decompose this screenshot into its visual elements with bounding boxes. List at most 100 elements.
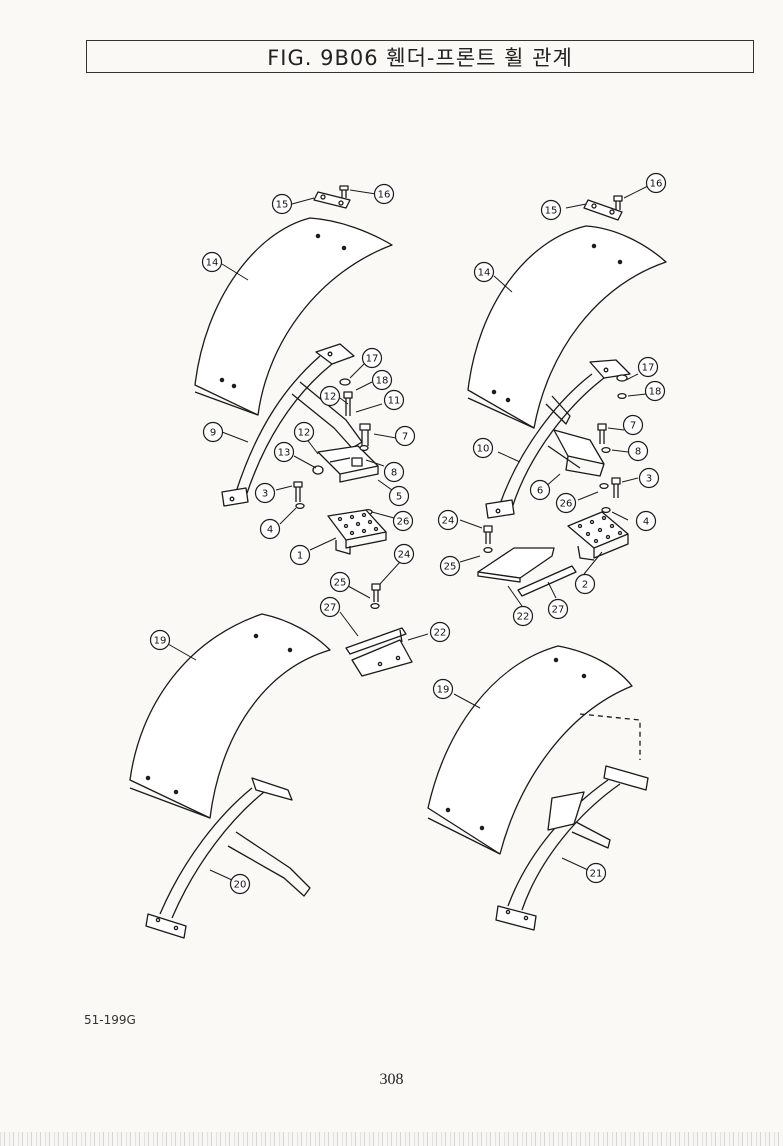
callout-label: 3 <box>646 474 652 485</box>
callout-circle <box>512 605 534 627</box>
fender-bracket-lower-right <box>495 765 649 931</box>
drawing-code: 51-199G <box>84 1013 136 1027</box>
callout-22: 22 <box>429 621 451 643</box>
callout-label: 9 <box>210 428 216 439</box>
callout-3: 3 <box>254 482 276 504</box>
callout-circle <box>394 425 416 447</box>
callout-label: 8 <box>391 468 397 479</box>
callout-18: 18 <box>644 380 666 402</box>
callout-circle <box>259 518 281 540</box>
callout-label: 22 <box>517 612 530 623</box>
hardware-lower-left <box>370 583 381 610</box>
bolt-left-top <box>339 185 349 198</box>
callout-circle <box>383 389 405 411</box>
callout-label: 8 <box>635 447 641 458</box>
step-pad-left <box>327 509 387 555</box>
callout-circle <box>547 598 569 620</box>
figure-title-box: FIG. 9B06 휀더-프론트 휠 관계 <box>86 40 754 73</box>
callout-8: 8 <box>627 440 649 462</box>
callout-14: 14 <box>201 251 223 273</box>
fender-bracket-right <box>485 359 631 519</box>
callout-26: 26 <box>555 492 577 514</box>
support-plate-left <box>351 629 413 677</box>
callout-8: 8 <box>383 461 405 483</box>
callout-circle <box>289 544 311 566</box>
callout-circle <box>149 629 171 651</box>
callout-20: 20 <box>229 873 251 895</box>
callout-7: 7 <box>394 425 416 447</box>
callout-4: 4 <box>259 518 281 540</box>
callout-1: 1 <box>289 544 311 566</box>
callout-26: 26 <box>392 510 414 532</box>
callout-circle <box>319 385 341 407</box>
callout-label: 6 <box>537 486 543 497</box>
fender-bracket-left <box>221 343 363 507</box>
callout-label: 15 <box>545 206 558 217</box>
callout-label: 16 <box>650 179 663 190</box>
callout-circle <box>574 573 596 595</box>
callout-label: 4 <box>643 517 649 528</box>
callout-24: 24 <box>437 509 459 531</box>
callout-16: 16 <box>645 172 667 194</box>
callout-circle <box>388 485 410 507</box>
callout-11: 11 <box>383 389 405 411</box>
callout-circle <box>473 261 495 283</box>
callout-label: 21 <box>590 869 603 880</box>
callout-25: 25 <box>329 571 351 593</box>
callout-label: 5 <box>396 492 402 503</box>
callout-circle <box>437 509 459 531</box>
callout-22: 22 <box>512 605 534 627</box>
bolt-right-top <box>613 195 623 210</box>
callout-label: 12 <box>298 428 311 439</box>
callout-circle <box>555 492 577 514</box>
callout-circle <box>540 199 562 221</box>
callout-circle <box>273 441 295 463</box>
callout-circle <box>393 543 415 565</box>
callout-label: 25 <box>334 578 347 589</box>
callout-label: 16 <box>378 190 391 201</box>
callout-circle <box>529 479 551 501</box>
callout-label: 15 <box>276 200 289 211</box>
callout-circle <box>432 678 454 700</box>
support-plate-right <box>477 547 555 583</box>
callout-label: 17 <box>366 354 379 365</box>
callout-circle <box>254 482 276 504</box>
callout-circle <box>202 421 224 443</box>
callout-label: 14 <box>478 268 491 279</box>
callout-16: 16 <box>373 183 395 205</box>
rubber-strip-right <box>517 565 577 597</box>
callout-17: 17 <box>361 347 383 369</box>
callout-3: 3 <box>638 467 660 489</box>
callout-circle <box>637 356 659 378</box>
callout-label: 17 <box>642 363 655 374</box>
mounting-plate-right <box>583 199 623 221</box>
callout-21: 21 <box>585 862 607 884</box>
step-pad-right <box>567 511 629 561</box>
callout-25: 25 <box>439 555 461 577</box>
callout-15: 15 <box>540 199 562 221</box>
leader-lines <box>167 185 649 881</box>
leader-dashes <box>579 713 641 760</box>
hardware-lower-right <box>483 525 493 554</box>
callout-label: 1 <box>297 551 303 562</box>
callout-circle <box>429 621 451 643</box>
bracket-clamp-left <box>317 445 379 483</box>
callout-label: 19 <box>437 685 450 696</box>
callout-7: 7 <box>622 414 644 436</box>
callout-label: 25 <box>444 562 457 573</box>
callout-circle <box>373 183 395 205</box>
callout-label: 20 <box>234 880 247 891</box>
scan-artifact-strip <box>0 1132 783 1146</box>
callout-17: 17 <box>637 356 659 378</box>
callout-label: 10 <box>477 444 490 455</box>
callout-12: 12 <box>293 421 315 443</box>
callout-circle <box>271 193 293 215</box>
callout-label: 7 <box>402 432 408 443</box>
mounting-plate-left <box>313 191 351 209</box>
fender-bracket-lower-left <box>145 777 311 939</box>
callout-4: 4 <box>635 510 657 532</box>
callout-10: 10 <box>472 437 494 459</box>
callout-14: 14 <box>473 261 495 283</box>
